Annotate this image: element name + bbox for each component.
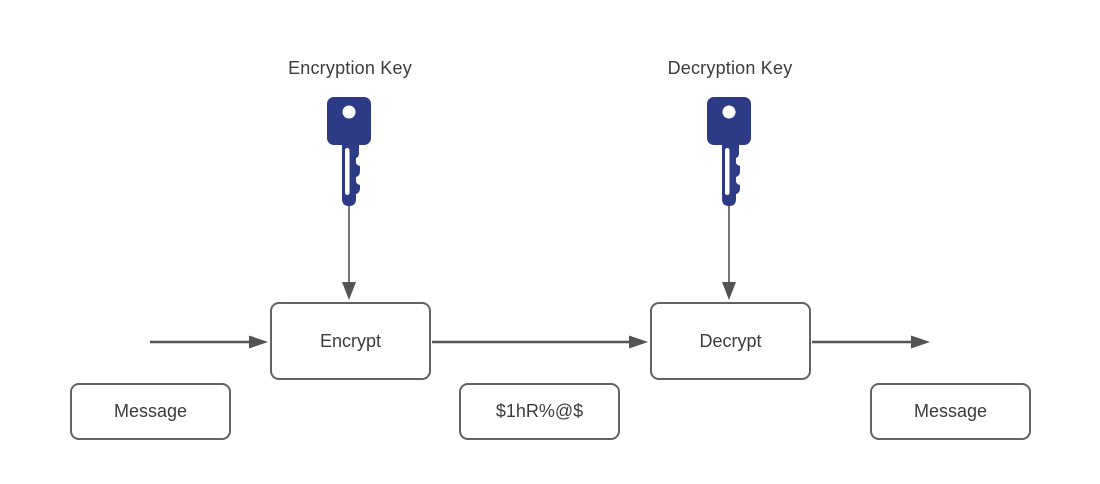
arrow-out-of-decrypt: [812, 335, 930, 349]
arrow-into-encrypt: [150, 335, 268, 349]
message-input-label: Message: [113, 401, 188, 421]
encryption-key-icon: [327, 97, 371, 206]
decryption-key-icon: [707, 97, 751, 206]
arrow-decryption-key-to-decrypt: [722, 206, 736, 300]
encryption-key-label: Encryption Key: [288, 58, 412, 78]
decryption-key-label: Decryption Key: [667, 58, 793, 78]
ciphertext-label: $1hR%@$: [495, 401, 584, 421]
ciphertext-box: $1hR%@$: [459, 383, 620, 440]
message-output-label: Message: [913, 401, 988, 421]
message-input-box: Message: [70, 383, 231, 440]
decrypt-box-label: Decrypt: [699, 330, 762, 351]
arrow-encrypt-to-decrypt: [432, 335, 648, 349]
decrypt-box: Decrypt: [650, 302, 811, 380]
message-output-box: Message: [870, 383, 1031, 440]
arrow-encryption-key-to-encrypt: [342, 206, 356, 300]
encrypt-box: Encrypt: [270, 302, 431, 380]
encrypt-box-label: Encrypt: [319, 330, 382, 351]
